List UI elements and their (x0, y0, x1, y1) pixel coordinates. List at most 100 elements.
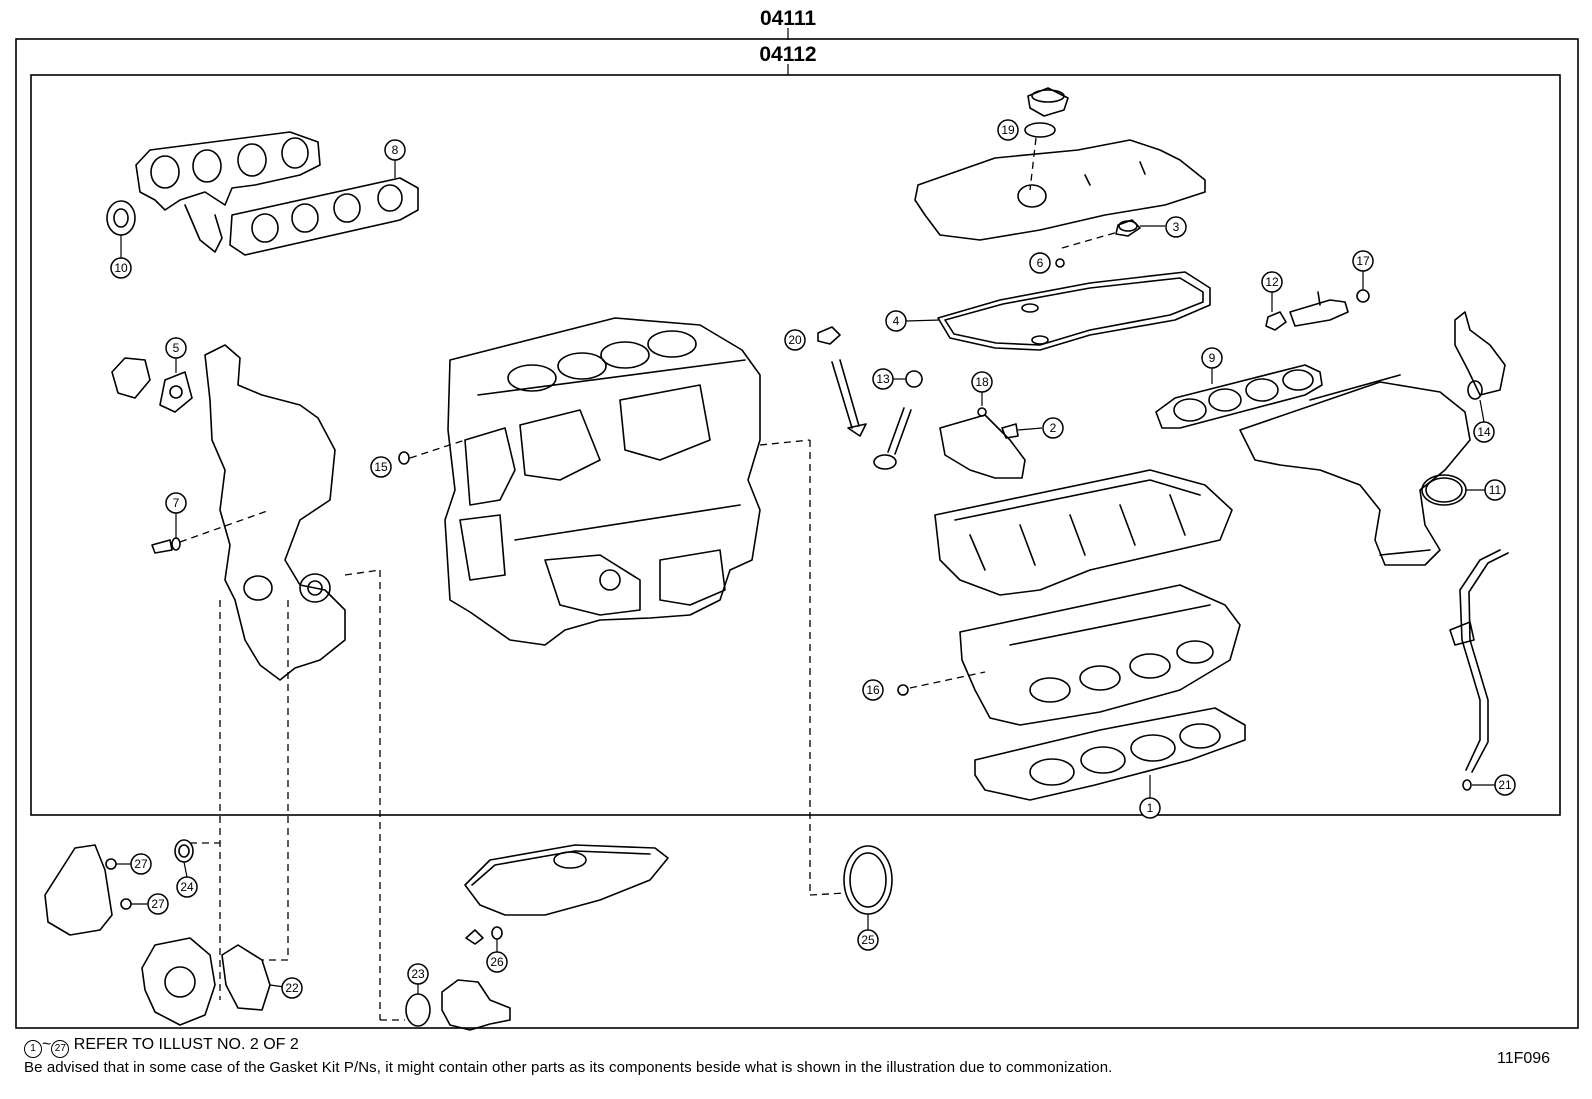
callout-17: 17 (1352, 250, 1374, 272)
callout-mini-end: 27 (51, 1040, 70, 1058)
callout-24: 24 (176, 876, 198, 898)
drain-plug-gasket-part (491, 926, 503, 940)
cylinder-head-cover-part (914, 139, 1206, 241)
intake-valve-part (831, 359, 867, 437)
svg-text:5: 5 (173, 341, 180, 355)
callout-18: 18 (971, 371, 993, 393)
water-inlet-part (44, 844, 113, 936)
cylinder-head-part (959, 584, 1241, 726)
assy-code-inner: 04112 (759, 43, 816, 66)
callout-21: 21 (1494, 774, 1516, 796)
svg-text:1: 1 (1147, 801, 1154, 815)
disclaimer-note: Be advised that in some case of the Gask… (24, 1059, 1113, 1076)
svg-text:7: 7 (173, 496, 180, 510)
spark-plug-tube-gasket-part (1115, 219, 1141, 237)
gasket-part (1467, 380, 1483, 400)
svg-text:22: 22 (285, 981, 299, 995)
callout-6: 6 (1029, 252, 1051, 274)
callout-26: 26 (486, 951, 508, 973)
svg-text:19: 19 (1001, 123, 1015, 137)
camshaft-housing-part (934, 469, 1233, 596)
svg-text:3: 3 (1173, 220, 1180, 234)
o-ring-part (105, 858, 117, 870)
cylinder-block-part (444, 317, 761, 646)
callout-15: 15 (370, 456, 392, 478)
callout-23: 23 (407, 963, 429, 985)
svg-text:10: 10 (114, 261, 128, 275)
callout-27b: 27 (147, 893, 169, 915)
svg-text:23: 23 (411, 967, 425, 981)
callout-16: 16 (862, 679, 884, 701)
oil-filler-cap-part (1024, 87, 1069, 138)
throttle-body-gasket-part (1421, 474, 1467, 506)
svg-text:26: 26 (490, 955, 504, 969)
cylinder-head-gasket-part (974, 707, 1246, 801)
svg-text:27: 27 (151, 897, 165, 911)
water-pump-gasket-part (221, 944, 271, 1011)
illustration-code: 11F096 (1497, 1050, 1551, 1067)
grommet-part (1055, 258, 1065, 268)
svg-text:11: 11 (1489, 483, 1502, 497)
assy-code-outer: 04111 (760, 7, 816, 30)
svg-text:6: 6 (1037, 256, 1044, 270)
drain-plug-part (465, 929, 484, 945)
svg-text:18: 18 (975, 375, 989, 389)
svg-text:24: 24 (180, 880, 194, 894)
intake-manifold-part (1239, 311, 1506, 566)
callout-11: 11 (1484, 479, 1506, 501)
intake-manifold-gasket-part (1155, 364, 1323, 429)
svg-text:12: 12 (1265, 275, 1279, 289)
svg-text:27: 27 (134, 857, 148, 871)
callout-25: 25 (857, 929, 879, 951)
callout-13: 13 (872, 368, 894, 390)
exhaust-manifold-part (135, 131, 321, 253)
rear-oil-seal-part (843, 845, 893, 915)
reference-tilde: ~ (42, 1036, 52, 1053)
o-ring-part (1356, 289, 1370, 303)
o-ring-part (398, 451, 410, 465)
inner-assembly-frame (30, 74, 1561, 816)
svg-text:20: 20 (788, 333, 802, 347)
callout-8: 8 (384, 139, 406, 161)
oil-pan-part (464, 844, 669, 916)
svg-text:4: 4 (893, 314, 900, 328)
svg-text:9: 9 (1209, 351, 1216, 365)
svg-text:13: 13 (876, 372, 890, 386)
callout-12: 12 (1261, 271, 1283, 293)
svg-text:17: 17 (1356, 254, 1370, 268)
svg-text:25: 25 (861, 933, 875, 947)
callout-9: 9 (1201, 347, 1223, 369)
bolt-part (151, 537, 181, 554)
callout-mini-start: 1 (24, 1040, 42, 1058)
o-ring-part (120, 898, 132, 910)
valve-stem-seal-part (905, 370, 923, 388)
callout-14: 14 (1473, 421, 1495, 443)
svg-text:14: 14 (1477, 425, 1491, 439)
callout-1: 1 (1139, 797, 1161, 819)
callout-19: 19 (997, 119, 1019, 141)
svg-text:21: 21 (1498, 778, 1512, 792)
fuel-injector-part (1289, 291, 1349, 327)
exhaust-manifold-gasket-part (229, 177, 419, 256)
thermostat-gasket-part (405, 993, 431, 1027)
dipstick-guide-part (1449, 549, 1509, 791)
camshaft-bearing-cap-part (939, 407, 1026, 479)
callout-27a: 27 (130, 853, 152, 875)
callout-22: 22 (281, 977, 303, 999)
injector-seal-part (1265, 311, 1287, 331)
svg-text:8: 8 (392, 143, 399, 157)
timing-chain-cover-part (111, 344, 346, 681)
callout-3: 3 (1165, 216, 1187, 238)
svg-text:2: 2 (1050, 421, 1057, 435)
water-outlet-part (441, 979, 511, 1031)
exhaust-valve-part (873, 407, 912, 470)
svg-text:16: 16 (866, 683, 880, 697)
reference-note-text: REFER TO ILLUST NO. 2 OF 2 (73, 1036, 299, 1053)
svg-text:15: 15 (374, 460, 388, 474)
water-pump-part (141, 937, 216, 1026)
callout-2: 2 (1042, 417, 1064, 439)
callout-7: 7 (165, 492, 187, 514)
plug-part (817, 326, 841, 345)
seal-ring-part (106, 200, 136, 236)
